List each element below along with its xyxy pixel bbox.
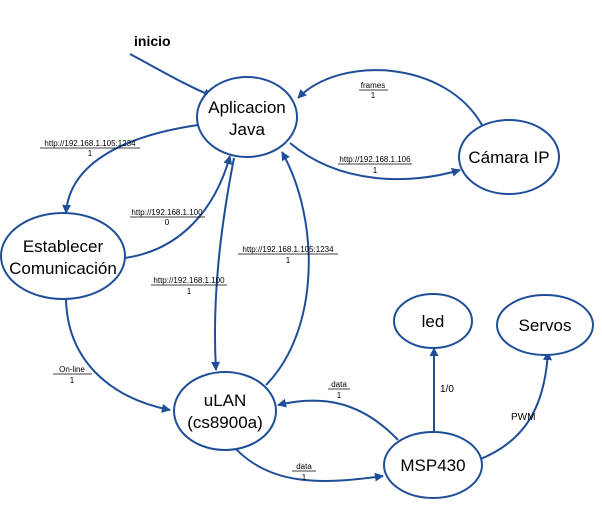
edge-label-establecer-to-ulan: On-line 1	[53, 365, 92, 385]
svg-text:Cámara IP: Cámara IP	[468, 148, 549, 167]
svg-text:1: 1	[373, 166, 378, 175]
edge-ulan-to-java	[265, 151, 310, 386]
svg-text:1: 1	[187, 287, 192, 296]
edge-label-ulan-to-java: http://192.168.1.105:1234 1	[238, 245, 338, 265]
svg-text:(cs8900a): (cs8900a)	[187, 413, 263, 432]
node-led: led	[393, 293, 473, 349]
svg-text:1: 1	[88, 149, 93, 158]
svg-text:http://192.168.1.100: http://192.168.1.100	[153, 276, 225, 285]
edge-start-to-java	[129, 53, 213, 98]
edge-ulan-to-msp430	[234, 447, 384, 482]
edge-label-java-to-establecer: http://192.168.1.105:1234 1	[40, 139, 140, 158]
node-servos: Servos	[496, 294, 594, 356]
svg-text:http://192.168.1.105:1234: http://192.168.1.105:1234	[242, 245, 334, 254]
svg-text:Establecer: Establecer	[23, 237, 104, 256]
edge-label-msp430-to-servos: PWM	[511, 412, 535, 423]
edge-label-establecer-to-java: http://192.168.1.100 0	[130, 208, 205, 227]
svg-text:led: led	[422, 312, 445, 331]
edge-label-java-to-ulan: http://192.168.1.100 1	[151, 276, 227, 296]
edge-establecer-to-ulan	[65, 295, 171, 413]
node-establecer-comunicacion: Establecer Comunicación	[0, 212, 126, 300]
svg-text:data: data	[296, 462, 312, 471]
svg-text:http://192.168.1.100: http://192.168.1.100	[131, 208, 203, 217]
node-aplicacion-java: Aplicacion Java	[196, 76, 298, 158]
svg-text:http://192.168.1.105:1234: http://192.168.1.105:1234	[44, 139, 136, 148]
svg-text:data: data	[331, 380, 347, 389]
svg-text:0: 0	[165, 218, 170, 227]
edge-java-to-camara	[289, 142, 461, 181]
edge-java-to-ulan	[211, 157, 235, 371]
node-camara-ip: Cámara IP	[458, 119, 560, 195]
svg-text:On-line: On-line	[59, 365, 85, 374]
edge-label-msp430-to-ulan: data 1	[328, 380, 350, 400]
svg-text:frames: frames	[361, 81, 385, 90]
edge-label-msp430-to-led: 1/0	[440, 384, 454, 395]
svg-text:1: 1	[302, 473, 307, 482]
edge-establecer-to-java	[124, 155, 233, 259]
svg-text:uLAN: uLAN	[204, 391, 247, 410]
start-label: inicio	[134, 33, 171, 49]
node-ulan: uLAN (cs8900a)	[173, 371, 277, 451]
edge-java-to-establecer	[62, 124, 199, 214]
edge-msp430-to-ulan	[277, 398, 399, 441]
edge-label-java-to-camara: http://192.168.1.106 1	[338, 155, 412, 175]
svg-text:MSP430: MSP430	[400, 456, 465, 475]
edge-label-camara-to-java: frames 1	[359, 81, 388, 100]
svg-text:http://192.168.1.106: http://192.168.1.106	[339, 155, 411, 164]
svg-text:1: 1	[286, 256, 291, 265]
svg-text:Servos: Servos	[519, 316, 572, 335]
svg-text:1: 1	[371, 91, 376, 100]
svg-text:1: 1	[70, 376, 75, 385]
svg-text:Aplicacion: Aplicacion	[208, 98, 286, 117]
svg-text:Comunicación: Comunicación	[9, 259, 117, 278]
svg-text:1: 1	[337, 391, 342, 400]
edge-camara-to-java	[297, 69, 483, 126]
svg-text:Java: Java	[229, 120, 265, 139]
edge-msp430-to-servos	[477, 351, 552, 461]
edge-label-ulan-to-msp430: data 1	[292, 462, 316, 482]
node-msp430: MSP430	[383, 431, 483, 499]
